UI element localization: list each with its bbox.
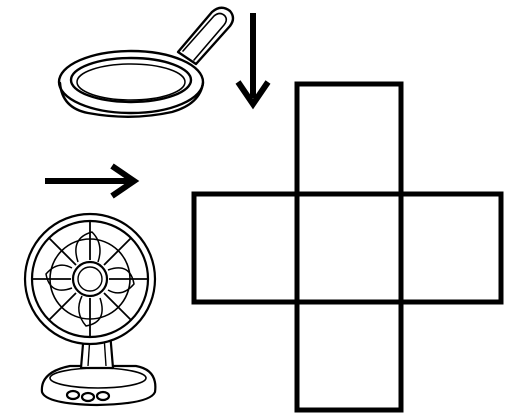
grid-cell-center bbox=[297, 194, 401, 302]
grid-cell-bottom bbox=[297, 302, 401, 410]
electric-fan-icon bbox=[25, 214, 155, 405]
arrow-right-icon bbox=[45, 166, 134, 196]
frying-pan-icon bbox=[59, 8, 233, 117]
grid-cell-top bbox=[297, 84, 401, 194]
grid-cell-right bbox=[401, 194, 501, 302]
grid-cell-left bbox=[194, 194, 297, 302]
plus-grid bbox=[194, 84, 501, 410]
arrow-down-icon bbox=[238, 13, 268, 104]
